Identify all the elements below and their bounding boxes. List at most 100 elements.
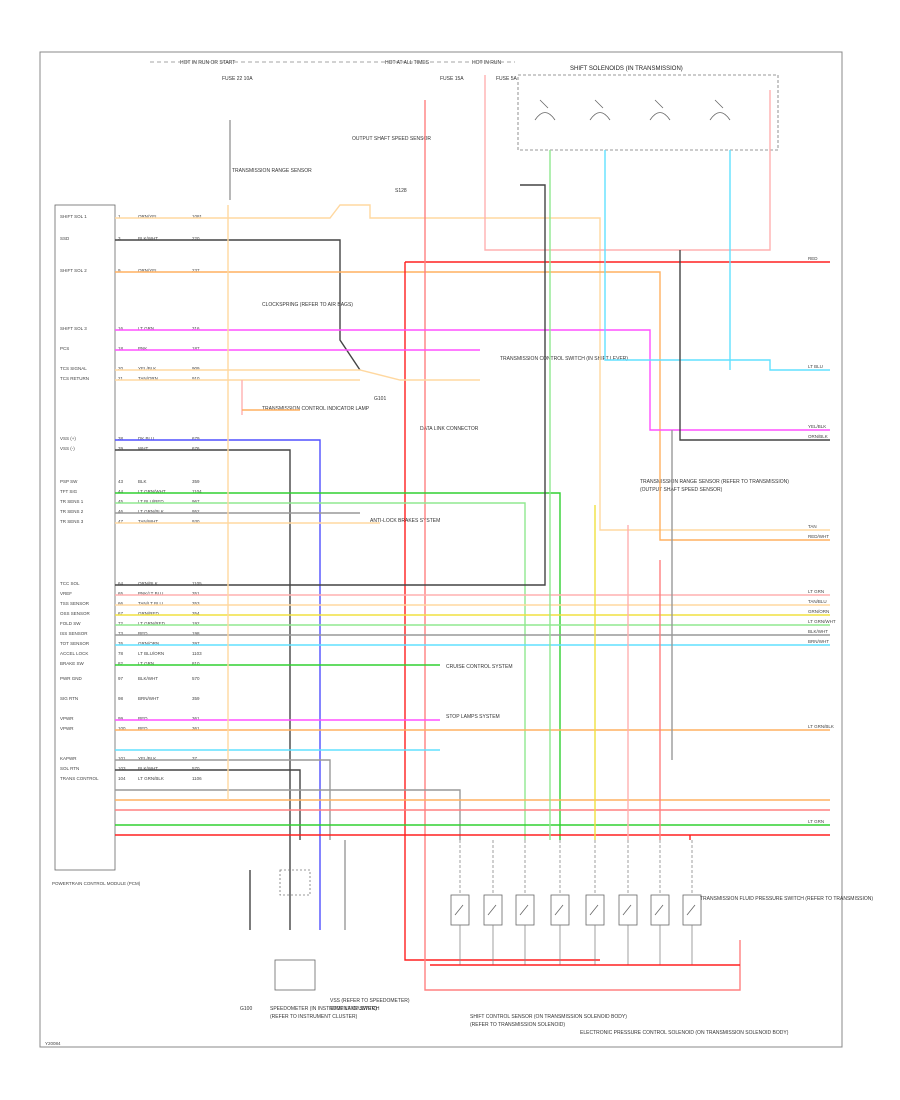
pressure-switch-label: TRANSMISSION FLUID PRESSURE SWITCH (REFE… — [700, 896, 873, 902]
pcm-pin-circuit: 351 — [192, 591, 200, 596]
power-source-2: HOT AT ALL TIMES — [385, 60, 430, 66]
wire-38 — [679, 250, 830, 441]
tcs-switch-label: TRANSMISSION CONTROL SWITCH (IN SHIFT LE… — [500, 356, 628, 362]
pcm-pin-label: VSS (+) — [60, 436, 76, 441]
g101-label: G101 — [374, 396, 386, 402]
pcm-pin-wire: PNK — [138, 346, 147, 351]
pcm-pin-wire: LT GRN/BLK — [138, 509, 164, 514]
pcm-pin-wire: ORN/BLK — [138, 581, 158, 586]
pcm-pin-label: SHIFT SOL 1 — [60, 214, 87, 219]
wire-2 — [115, 271, 830, 541]
solenoid-2 — [515, 894, 535, 926]
pcm-pin-wire: BLK/WHT — [138, 236, 158, 241]
pcm-pin-wire: BLK/WHT — [138, 766, 158, 771]
right-edge-wire-label: ORN/BLK — [808, 434, 828, 439]
power-source-1: HOT IN RUN OR START — [180, 60, 235, 66]
pcm-pin-circuit: 359 — [192, 696, 200, 701]
stop-lamp-switch-box — [279, 869, 311, 896]
pcm-pin-circuit: 909 — [192, 366, 200, 371]
pcm-pin-circuit: 952 — [192, 509, 200, 514]
wire-17 — [115, 184, 546, 586]
pcm-pin-number: 65 — [118, 591, 124, 596]
range-sensor-label: TRANSMISSION RANGE SENSOR — [232, 168, 312, 174]
pcm-pin-label: TSS SENSOR — [60, 601, 90, 606]
pcm-pin-number: 100 — [118, 726, 126, 731]
right-edge-wire-label: LT GRN — [808, 589, 824, 594]
pcm-pin-wire: ORN/YEL — [138, 268, 158, 273]
shift-solenoid-block — [517, 74, 779, 151]
pcm-pin-wire: GRN/ORN — [138, 641, 159, 646]
pcm-pin-number: 3 — [118, 236, 121, 241]
pcm-pin-wire: LT BLU/RED — [138, 499, 164, 504]
footer-code: Y20084 — [45, 1041, 61, 1046]
right-edge-wire-label: RED — [808, 256, 818, 261]
pcm-pin-number: 46 — [118, 509, 124, 514]
pcm-pin-circuit: 316 — [192, 326, 200, 331]
epc-label: ELECTRONIC PRESSURE CONTROL SOLENOID (ON… — [580, 1030, 789, 1036]
pcm-pin-label: TRANS CONTROL — [60, 776, 99, 781]
pcm-pin-label: ACCEL LOCK — [60, 651, 88, 656]
right-edge-wire-label: BLK/WHT — [808, 629, 828, 634]
pcm-pin-circuit: 361 — [192, 716, 200, 721]
pcm-pin-number: 20 — [118, 366, 124, 371]
pcm-pin-label: SHIFT SOL 3 — [60, 326, 87, 331]
pcm-pin-label: VSS (-) — [60, 446, 75, 451]
pcm-pin-number: 98 — [118, 696, 124, 701]
pcm-pin-wire: LT BLU/ORN — [138, 651, 164, 656]
pcm-pin-circuit: 353 — [192, 601, 200, 606]
pcm-pin-circuit: 359 — [192, 479, 200, 484]
pcm-pin-wire: YEL/BLK — [138, 756, 156, 761]
pcm-pin-circuit: 676 — [192, 446, 200, 451]
bottom-solenoid-row — [430, 840, 740, 966]
pcm-pin-circuit: 1103 — [192, 651, 202, 656]
pcm-pin-number: 103 — [118, 766, 126, 771]
pcm-pin-label: PWR GND — [60, 676, 82, 681]
pcm-pin-circuit: 192 — [192, 621, 200, 626]
fuse-1: FUSE 22 10A — [222, 76, 253, 82]
tcil-label: TRANSMISSION CONTROL INDICATOR LAMP — [262, 406, 370, 412]
stop-lamp-label: STOP LAMP SWITCH — [330, 1006, 380, 1012]
solenoid-6 — [650, 894, 670, 926]
pcm-pin-label: SSD — [60, 236, 70, 241]
pcm-pin-number: 38 — [118, 436, 124, 441]
pcm-pin-label: TR SENS 1 — [60, 499, 84, 504]
pcm-pin-number: 101 — [118, 756, 126, 761]
pcm-pin-number: 18 — [118, 346, 124, 351]
solenoid-coil-4 — [589, 904, 599, 916]
pcm-pin-number: 82 — [118, 661, 124, 666]
pcm-pin-circuit: 1105 — [192, 581, 202, 586]
diagram-frame — [39, 51, 843, 1048]
solenoid-1 — [483, 894, 503, 926]
pcm-pin-label: PCS — [60, 346, 69, 351]
pcm-pin-wire: GRN/RED — [138, 611, 160, 616]
pcm-pin-label: SOL RTN — [60, 766, 79, 771]
right-edge-wire-label: LT GRN/BLK — [808, 724, 834, 729]
pcm-pin-number: 66 — [118, 601, 124, 606]
right-edge-wire-label: TAN — [808, 524, 817, 529]
solenoid-coil-6 — [654, 904, 664, 916]
pcm-title: POWERTRAIN CONTROL MODULE (PCM) — [52, 881, 141, 886]
pcm-pin-label: SIG RTN — [60, 696, 78, 701]
right-block-title: TRANSMISSION RANGE SENSOR (REFER TO TRAN… — [640, 479, 789, 485]
pcm-pin-number: 21 — [118, 376, 124, 381]
pcm-pin-wire: TAN/LT BLU — [138, 601, 163, 606]
pcm-pin-wire: DK BLU — [138, 436, 154, 441]
pcm-pin-circuit: 570 — [192, 766, 200, 771]
wire-35 — [604, 150, 830, 371]
pcm-pin-wire: BLK/WHT — [138, 676, 158, 681]
stop-ref-label: STOP LAMPS SYSTEM — [446, 714, 500, 720]
pcm-pin-number: 72 — [118, 621, 124, 626]
pcm-pin-number: 73 — [118, 631, 124, 636]
pcm-pin-number: 47 — [118, 519, 124, 524]
pcm-pin-number: 45 — [118, 499, 124, 504]
pcm-pin-label: TCS SIGNAL — [60, 366, 87, 371]
pcm-pin-circuit: 220 — [192, 236, 200, 241]
power-source-3: HOT IN RUN — [472, 60, 501, 66]
wire-5 — [424, 100, 741, 991]
pcm-pin-number: 78 — [118, 651, 124, 656]
pcm-pin-circuit: 1104 — [192, 489, 202, 494]
pcm-pin-wire: BLK — [138, 479, 147, 484]
solenoid-3 — [550, 894, 570, 926]
pcm-pin-label: ISS SENSOR — [60, 631, 88, 636]
